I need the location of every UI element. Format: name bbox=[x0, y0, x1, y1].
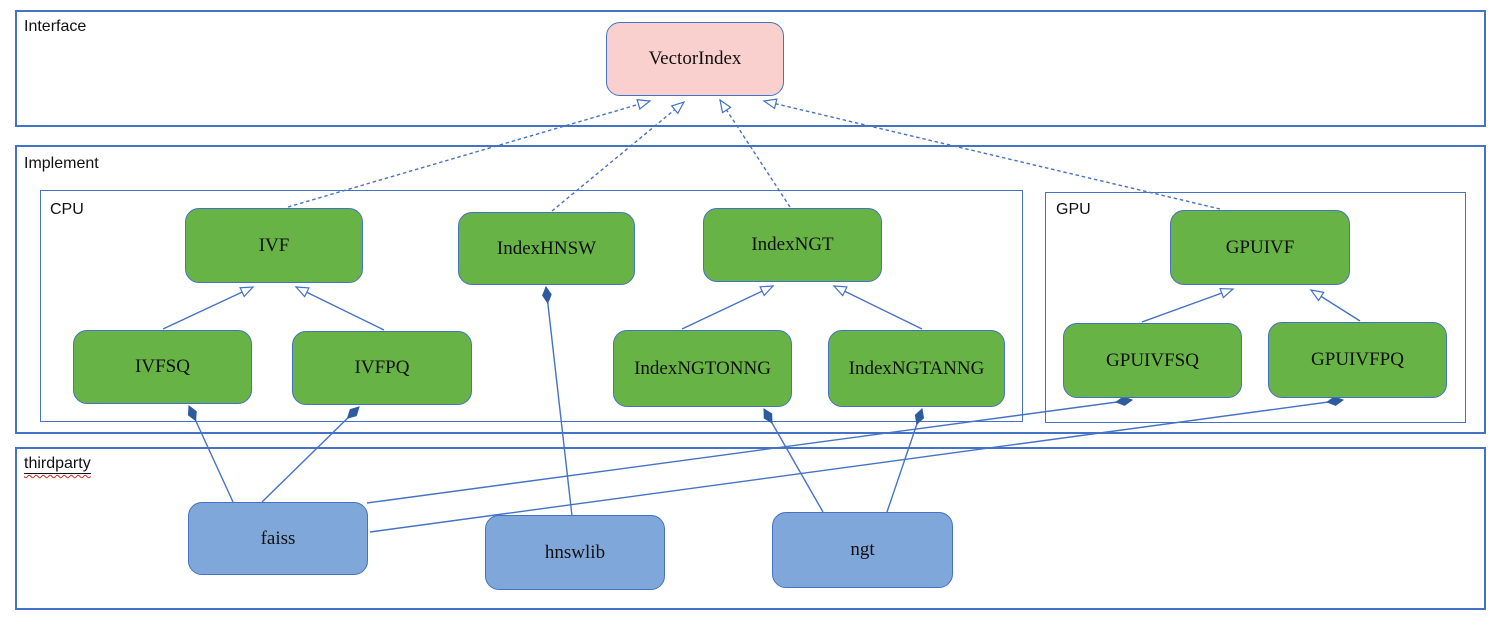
node-indexngt: IndexNGT bbox=[703, 208, 882, 282]
edge-realization-indexngt-vectorindex bbox=[719, 98, 791, 208]
node-indexngtonng: IndexNGTONNG bbox=[613, 330, 792, 407]
cpu-subregion-box bbox=[40, 190, 1023, 422]
thirdparty-region-box bbox=[15, 447, 1486, 610]
edge-composition-indexngtonng-ngt bbox=[763, 408, 824, 513]
node-ivfsq: IVFSQ bbox=[73, 330, 252, 404]
edge-composition-gpuivfsq-faiss bbox=[366, 396, 1134, 504]
edge-composition-indexngtanng-ngt bbox=[886, 408, 925, 513]
interface-region-label: Interface bbox=[24, 18, 87, 35]
edge-realization-indexhnsw-vectorindex bbox=[551, 100, 686, 212]
node-ivfpq: IVFPQ bbox=[292, 331, 472, 405]
node-indexhnsw: IndexHNSW bbox=[458, 212, 635, 285]
node-ngt: ngt bbox=[772, 512, 953, 588]
node-indexngtanng: IndexNGTANNG bbox=[828, 330, 1005, 407]
node-gpuivfpq: GPUIVFPQ bbox=[1268, 322, 1447, 398]
edge-composition-ivfsq-faiss bbox=[187, 405, 234, 503]
node-gpuivfsq: GPUIVFSQ bbox=[1063, 323, 1242, 398]
cpu-subregion-label: CPU bbox=[50, 201, 84, 218]
edge-composition-ivfpq-faiss bbox=[261, 406, 360, 503]
node-faiss: faiss bbox=[188, 502, 368, 575]
gpu-subregion-label: GPU bbox=[1056, 201, 1091, 218]
edge-extends-gpuivfpq-gpuivf bbox=[1309, 289, 1361, 322]
edge-composition-gpuivfpq-faiss bbox=[369, 396, 1345, 533]
gpu-subregion-box bbox=[1045, 192, 1466, 423]
implement-region-label: Implement bbox=[24, 155, 99, 172]
thirdparty-region-label: thirdparty bbox=[24, 455, 91, 474]
edge-realization-gpuivf-vectorindex bbox=[762, 98, 1221, 210]
edge-composition-indexhnsw-hnswlib bbox=[542, 285, 573, 517]
edge-realization-ivf-vectorindex bbox=[287, 99, 652, 208]
node-vectorindex: VectorIndex bbox=[606, 22, 784, 96]
interface-region-box bbox=[15, 10, 1486, 127]
edge-extends-ivfpq-ivf bbox=[294, 286, 385, 331]
node-gpuivf: GPUIVF bbox=[1170, 210, 1350, 285]
edge-extends-indexngtonng-indexngt bbox=[681, 285, 775, 330]
node-hnswlib: hnswlib bbox=[485, 515, 665, 590]
edge-extends-gpuivfsq-gpuivf bbox=[1141, 287, 1235, 323]
edge-extends-indexngtanng-indexngt bbox=[832, 285, 923, 330]
edge-extends-ivfsq-ivf bbox=[162, 286, 255, 330]
node-ivf: IVF bbox=[185, 208, 363, 283]
